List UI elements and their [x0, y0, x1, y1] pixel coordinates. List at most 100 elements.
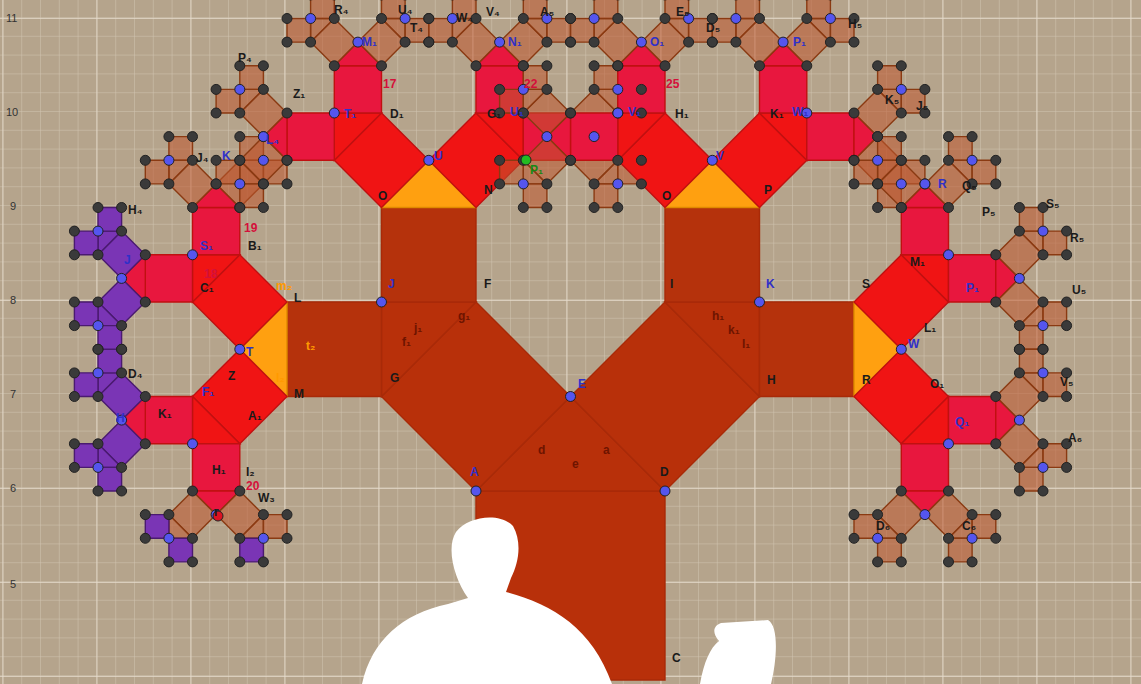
point-label: l₂ — [276, 372, 285, 385]
point — [424, 14, 434, 24]
callout-number: 19 — [244, 222, 257, 235]
point — [400, 37, 410, 47]
point — [589, 61, 599, 71]
point-label: R₄ — [334, 4, 348, 17]
square — [665, 208, 760, 303]
point — [235, 155, 245, 165]
point-label: J₅ — [916, 100, 928, 113]
point — [873, 61, 883, 71]
point — [849, 108, 859, 118]
point — [1062, 250, 1072, 260]
point — [1038, 226, 1048, 236]
axis-number: 7 — [10, 388, 16, 401]
point-label: J — [124, 254, 131, 267]
point — [991, 155, 1001, 165]
point — [944, 155, 954, 165]
point — [69, 439, 79, 449]
point — [896, 344, 906, 354]
point — [93, 297, 103, 307]
point-label: D₅ — [706, 22, 720, 35]
point — [1014, 273, 1024, 283]
point — [424, 155, 434, 165]
point-label: R₅ — [1070, 232, 1084, 245]
square — [193, 349, 288, 444]
point — [258, 557, 268, 567]
point — [306, 37, 316, 47]
point — [93, 439, 103, 449]
point — [1038, 392, 1048, 402]
square — [571, 302, 760, 491]
point — [920, 179, 930, 189]
point — [69, 321, 79, 331]
square — [736, 19, 783, 66]
point — [896, 132, 906, 142]
callout-number: 25 — [666, 78, 679, 91]
point — [873, 179, 883, 189]
point — [518, 14, 528, 24]
point — [896, 533, 906, 543]
point-label: W₁ — [792, 106, 808, 119]
point — [1038, 250, 1048, 260]
point — [447, 14, 457, 24]
point — [849, 179, 859, 189]
point-label: O — [378, 190, 387, 203]
axis-number: 11 — [6, 12, 17, 25]
point — [1038, 321, 1048, 331]
point — [164, 155, 174, 165]
square — [996, 373, 1043, 420]
point — [613, 155, 623, 165]
point — [117, 203, 127, 213]
point — [140, 179, 150, 189]
point-label: E₅ — [676, 6, 690, 19]
axis-number: 9 — [10, 200, 16, 213]
square — [334, 66, 381, 113]
point — [873, 179, 883, 189]
point-label: Q₅ — [962, 180, 977, 193]
point-label: R — [862, 374, 871, 387]
callout-number: 22 — [524, 78, 537, 91]
point — [1038, 297, 1048, 307]
point — [967, 533, 977, 543]
point — [164, 510, 174, 520]
point — [117, 462, 127, 472]
point — [377, 61, 387, 71]
point-label: j₁ — [414, 322, 422, 335]
point — [944, 557, 954, 567]
point — [873, 132, 883, 142]
point — [825, 37, 835, 47]
point — [755, 297, 765, 307]
point — [991, 392, 1001, 402]
point — [991, 533, 1001, 543]
point — [613, 61, 623, 71]
point — [613, 61, 623, 71]
point-label: g₁ — [458, 310, 470, 323]
point — [495, 37, 505, 47]
square — [452, 19, 499, 66]
point — [1014, 344, 1024, 354]
tree-points — [69, 0, 1071, 567]
point — [849, 155, 859, 165]
point — [566, 14, 576, 24]
point — [495, 155, 505, 165]
point-label: V — [716, 150, 724, 163]
point-label: P₅ — [982, 206, 996, 219]
point-label: P — [764, 184, 772, 197]
point — [1014, 462, 1024, 472]
point-label: U₁ — [510, 106, 524, 119]
point — [707, 37, 717, 47]
point — [707, 155, 717, 165]
point — [566, 108, 576, 118]
point — [306, 14, 316, 24]
point — [566, 37, 576, 47]
square — [949, 397, 996, 444]
point — [636, 84, 646, 94]
point — [896, 84, 906, 94]
point — [258, 84, 268, 94]
point-label: C — [672, 652, 681, 665]
square — [193, 255, 288, 349]
point — [873, 84, 883, 94]
point-label: H₅ — [848, 18, 862, 31]
point — [93, 250, 103, 260]
point — [188, 203, 198, 213]
